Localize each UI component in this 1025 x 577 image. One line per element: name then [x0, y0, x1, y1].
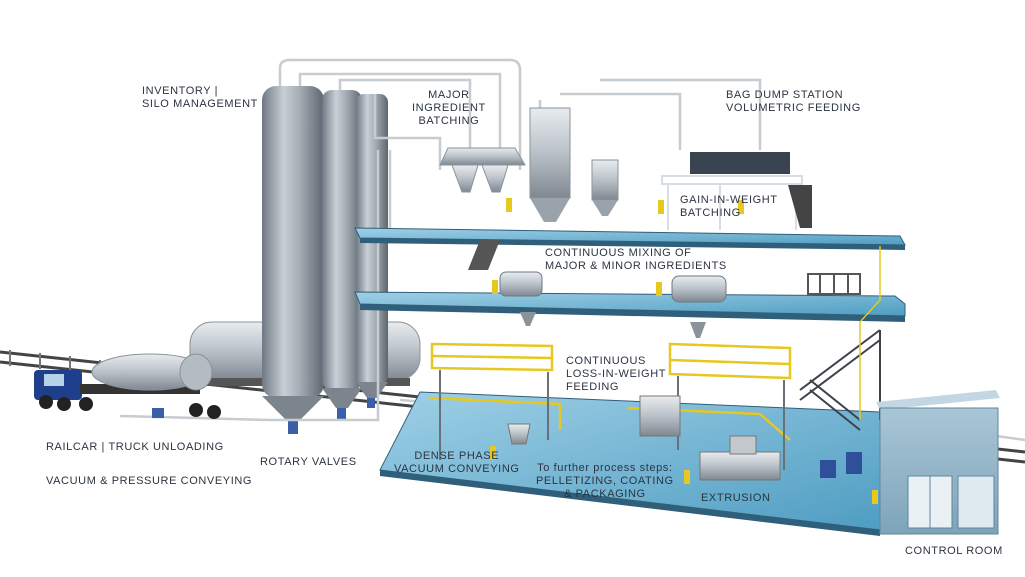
signal-cable	[859, 246, 881, 420]
top-floor	[354, 107, 906, 250]
label-dense-phase: DENSE PHASE VACUUM CONVEYING	[394, 450, 520, 476]
label-gain-in-weight-line1: GAIN-IN-WEIGHT	[680, 194, 778, 206]
label-major-batching: MAJOR INGREDIENT BATCHING	[412, 89, 486, 128]
label-rotary-valves: ROTARY VALVES	[260, 456, 357, 468]
label-further-steps-line2: PELLETIZING, COATING	[536, 475, 674, 487]
label-further-steps-line3: & PACKAGING	[564, 488, 646, 500]
label-inventory-line2: SILO MANAGEMENT	[142, 98, 258, 110]
ground-floor	[379, 342, 881, 536]
label-major-batching-line1: MAJOR	[428, 89, 470, 101]
label-loss-in-weight-line2: LOSS-IN-WEIGHT	[566, 368, 667, 380]
label-further-steps: To further process steps: PELLETIZING, C…	[536, 462, 674, 501]
stairs-right	[799, 329, 881, 431]
truck	[34, 353, 221, 419]
label-loss-in-weight-line3: FEEDING	[566, 381, 620, 393]
stairs-upper	[468, 240, 500, 270]
label-gain-in-weight-line2: BATCHING	[680, 207, 741, 219]
label-inventory: INVENTORY | SILO MANAGEMENT	[142, 85, 258, 111]
label-railcar: RAILCAR | TRUCK UNLOADING	[46, 441, 224, 453]
label-loss-in-weight-line1: CONTINUOUS	[566, 355, 646, 367]
label-dense-phase-line1: DENSE PHASE	[414, 450, 500, 462]
label-continuous-mixing: CONTINUOUS MIXING OF MAJOR & MINOR INGRE…	[545, 247, 727, 273]
label-vacuum-pressure: VACUUM & PRESSURE CONVEYING	[46, 475, 253, 487]
label-major-batching-line2: INGREDIENT	[412, 102, 486, 114]
middle-floor	[354, 271, 906, 338]
label-loss-in-weight: CONTINUOUS LOSS-IN-WEIGHT FEEDING	[566, 355, 666, 394]
label-further-steps-line1: To further process steps:	[537, 462, 673, 474]
label-control-room: CONTROL ROOM	[905, 545, 1003, 557]
label-bag-dump-line2: VOLUMETRIC FEEDING	[726, 102, 861, 114]
label-dense-phase-line2: VACUUM CONVEYING	[394, 463, 520, 475]
label-gain-in-weight: GAIN-IN-WEIGHT BATCHING	[680, 194, 778, 220]
label-major-batching-line3: BATCHING	[418, 115, 480, 127]
silos	[262, 86, 388, 434]
label-continuous-mixing-line2: MAJOR & MINOR INGREDIENTS	[545, 260, 727, 272]
label-bag-dump-line1: BAG DUMP STATION	[726, 89, 844, 101]
label-continuous-mixing-line1: CONTINUOUS MIXING OF	[545, 247, 692, 259]
label-extrusion: EXTRUSION	[701, 492, 771, 504]
label-bag-dump: BAG DUMP STATION VOLUMETRIC FEEDING	[726, 89, 861, 115]
label-inventory-line1: INVENTORY |	[142, 85, 219, 97]
control-room	[876, 390, 1000, 535]
